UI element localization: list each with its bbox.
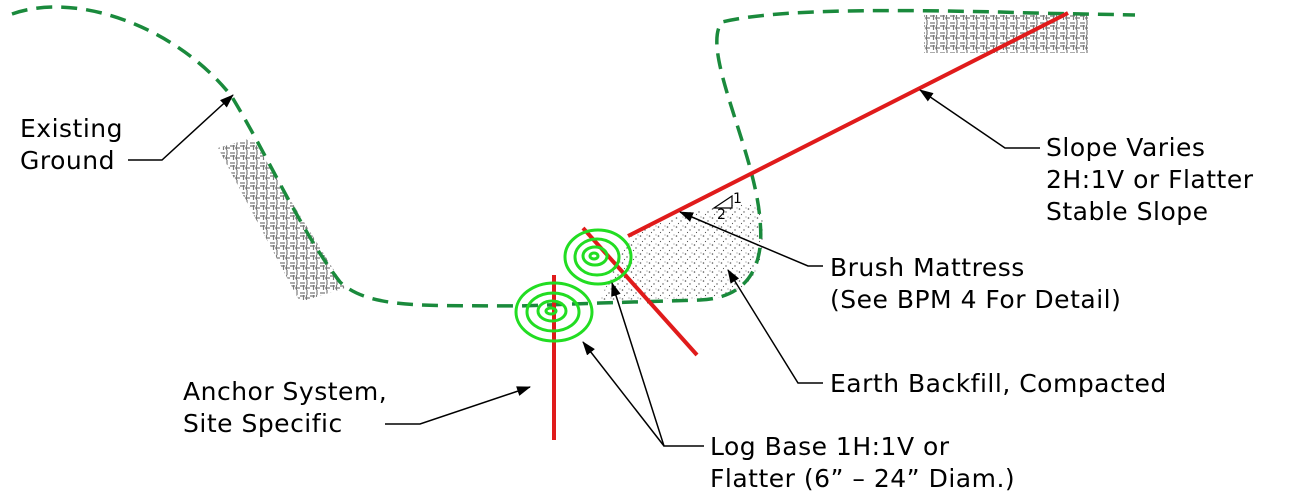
slope-varies-label-line3: Stable Slope [1046, 197, 1209, 226]
slope-ratio-run: 2 [717, 207, 726, 223]
slope-ratio-triangle [712, 194, 733, 209]
log-base-label-line2: Flatter (6” – 24” Diam.) [710, 464, 1016, 493]
brush-mattress-label-line1: Brush Mattress [830, 253, 1025, 282]
earth-backfill-label: Earth Backfill, Compacted [830, 369, 1167, 398]
leader-lines [128, 89, 1040, 447]
slope-varies-label-line1: Slope Varies [1046, 133, 1206, 162]
finished-slope-line [627, 11, 1069, 238]
earth-backfill-area [600, 203, 764, 300]
anchor-system-label-line1: Anchor System, [183, 377, 388, 406]
anchor-system-label-line2: Site Specific [183, 409, 343, 438]
existing-ground-label-line1: Existing [20, 114, 124, 143]
log-upper [563, 228, 633, 286]
slope-ratio-rise: 1 [733, 191, 742, 207]
log-base-label-line1: Log Base 1H:1V or [710, 432, 950, 461]
log-lower [514, 281, 594, 343]
soil-hatch-left [218, 138, 345, 302]
soil-hatch-right [924, 15, 1088, 53]
brush-mattress-label-line2: (See BPM 4 For Detail) [830, 285, 1122, 314]
slope-varies-label-line2: 2H:1V or Flatter [1046, 165, 1254, 194]
existing-ground-label-line2: Ground [20, 146, 115, 175]
